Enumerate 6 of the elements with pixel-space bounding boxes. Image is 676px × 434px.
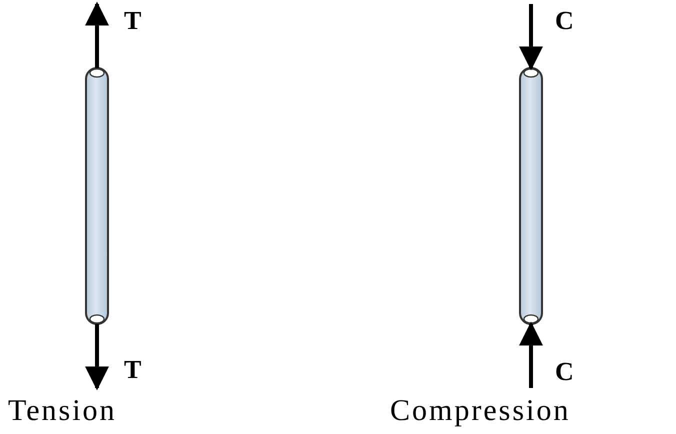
force-label: C [555, 8, 574, 34]
force-label: T [124, 357, 142, 383]
force-label: T [124, 8, 142, 34]
caption: Tension [8, 396, 117, 426]
caption: Compression [390, 396, 570, 426]
force-label: C [555, 359, 574, 385]
